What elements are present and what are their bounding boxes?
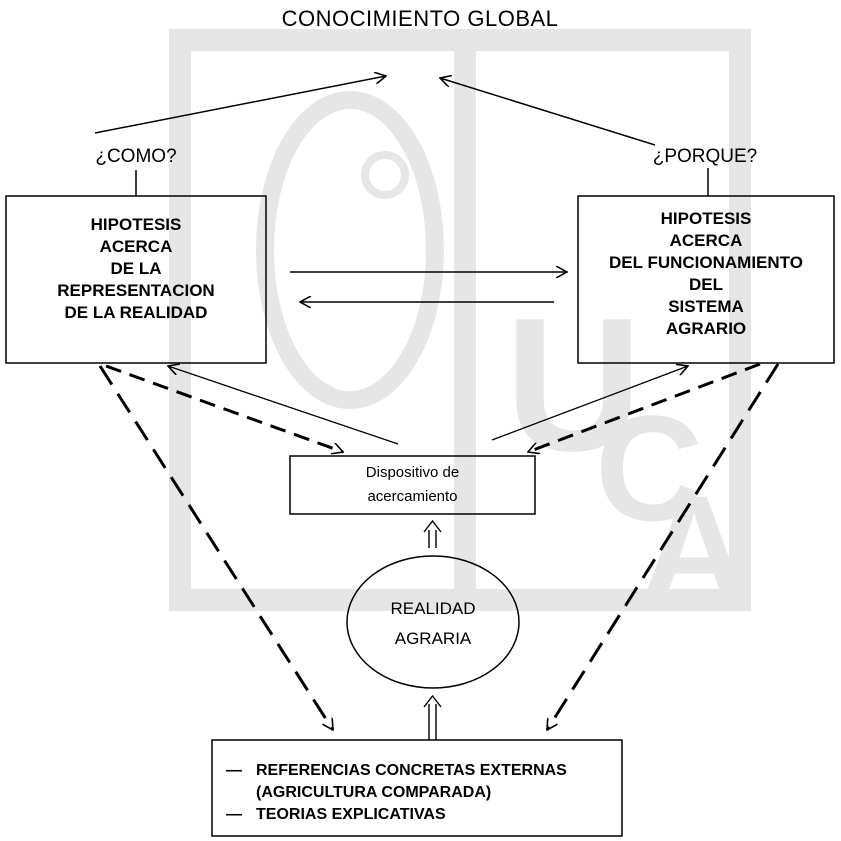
bottom-references-box [211,739,623,837]
references-item: —TEORIAS EXPLICATIVAS [226,804,606,826]
dashed-left-box-to-device [105,364,343,452]
right-box-line: AGRARIO [665,319,747,338]
references-list: —REFERENCIAS CONCRETAS EXTERNAS (AGRICUL… [226,760,606,826]
middle-box-text: Dispositivo de acercamiento [290,461,535,509]
right-box-line: SISTEMA [668,297,744,316]
middle-box-line: acercamiento [367,488,458,505]
arrow-como-to-global [94,76,386,134]
dashed-right-box-to-references [545,363,780,730]
dashed-left-box-to-references [98,365,335,730]
arrow-device-to-left-box [168,366,399,445]
diagram-title: CONOCIMIENTO GLOBAL [281,6,559,31]
arrow-porque-to-global [440,78,656,146]
watermark-letter-c: C [595,384,703,552]
references-item: —REFERENCIAS CONCRETAS EXTERNAS [226,760,606,782]
right-box-line: ACERCA [669,231,743,250]
left-box-line: HIPOTESIS [90,215,182,234]
right-box-line: HIPOTESIS [660,209,752,228]
arrow-device-to-right-box [491,366,688,441]
references-item: (AGRICULTURA COMPARADA) [256,784,492,801]
owl-watermark-icon [256,91,444,409]
left-box-line: ACERCA [99,237,173,256]
left-box-line: DE LA [110,259,162,278]
left-box-line: REPRESENTACION [57,281,215,300]
right-box-line: DEL [689,275,723,294]
left-box-text: HIPOTESIS ACERCA DE LA REPRESENTACION DE… [6,214,266,324]
double-arrow-references-to-reality [423,694,442,740]
left-box-line: DE LA REALIDAD [64,303,208,322]
right-box-text: HIPOTESIS ACERCA DEL FUNCIONAMIENTO DEL … [578,208,834,340]
ellipse-text: REALIDAD AGRARIA [347,594,519,654]
right-hypothesis-box [577,195,835,364]
middle-device-box [289,455,536,515]
dash-bullet: — [226,806,242,823]
ellipse-line: AGRARIA [394,629,472,648]
question-porque: ¿PORQUE? [652,146,758,167]
dashed-right-box-to-device [528,362,761,452]
watermark-letter-a: A [640,464,748,632]
question-como: ¿COMO? [95,146,177,167]
ellipse-line: REALIDAD [390,599,476,618]
double-arrow-reality-to-device [423,519,442,548]
dash-bullet: — [226,762,242,779]
middle-box-line: Dispositivo de [365,464,460,481]
reality-ellipse [346,555,520,689]
right-box-line: DEL FUNCIONAMIENTO [609,253,803,272]
